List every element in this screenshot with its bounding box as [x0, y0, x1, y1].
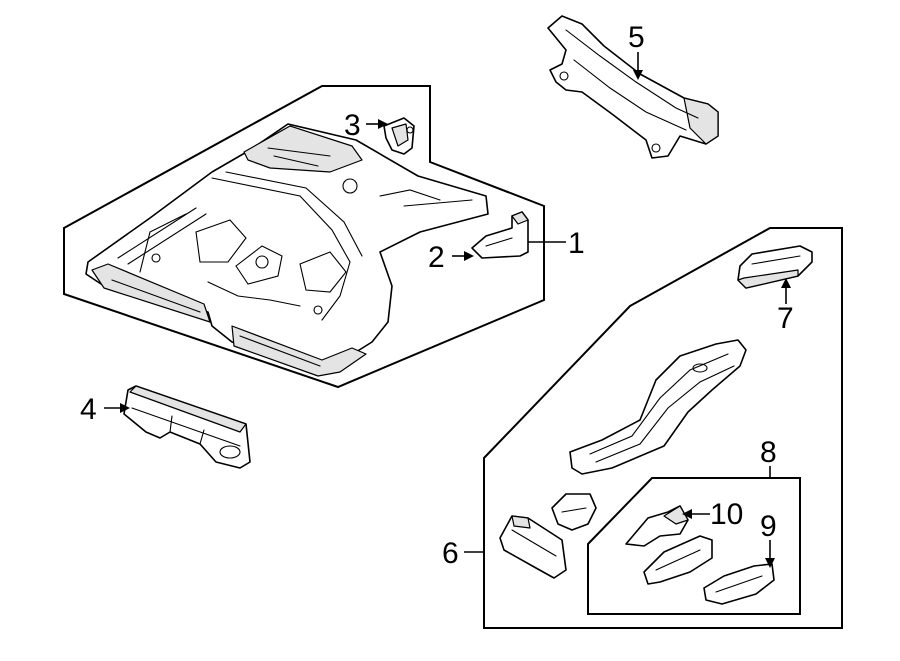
crossmember-bracket-icon[interactable]: [123, 385, 251, 469]
group-8-outline: [587, 477, 801, 615]
rear-rail-icon[interactable]: [569, 339, 747, 475]
group-rail-assembly: [483, 227, 843, 629]
callout-2: 2: [428, 241, 445, 274]
upper-bracket-icon[interactable]: [551, 493, 597, 531]
group-6-outline: [483, 227, 843, 629]
callout-10: 10: [710, 498, 743, 531]
callout-3: 3: [344, 109, 361, 142]
small-bracket-icon[interactable]: [471, 211, 529, 259]
extension-icon[interactable]: [737, 245, 813, 289]
floor-pan-assembly-icon[interactable]: [85, 123, 489, 377]
callout-9: 9: [760, 510, 777, 543]
callout-5: 5: [628, 21, 645, 54]
group-1-outline: [63, 85, 545, 389]
lower-rail-piece-icon[interactable]: [643, 535, 713, 585]
rear-crossmember-icon[interactable]: [547, 15, 719, 159]
group-floor-pan: [63, 85, 545, 389]
leader-lines: [104, 52, 791, 568]
end-cap-icon[interactable]: [703, 563, 775, 605]
gusset-icon[interactable]: [625, 505, 689, 547]
callout-1: 1: [568, 227, 585, 260]
callout-7: 7: [777, 302, 794, 335]
callout-4: 4: [80, 393, 97, 426]
mount-bracket-icon[interactable]: [383, 117, 415, 155]
front-bracket-icon[interactable]: [499, 515, 567, 579]
callout-6: 6: [442, 537, 459, 570]
callout-8: 8: [760, 436, 777, 469]
callout-labels: 1 2 3 4 5 6 7 8 9 10: [80, 21, 794, 570]
